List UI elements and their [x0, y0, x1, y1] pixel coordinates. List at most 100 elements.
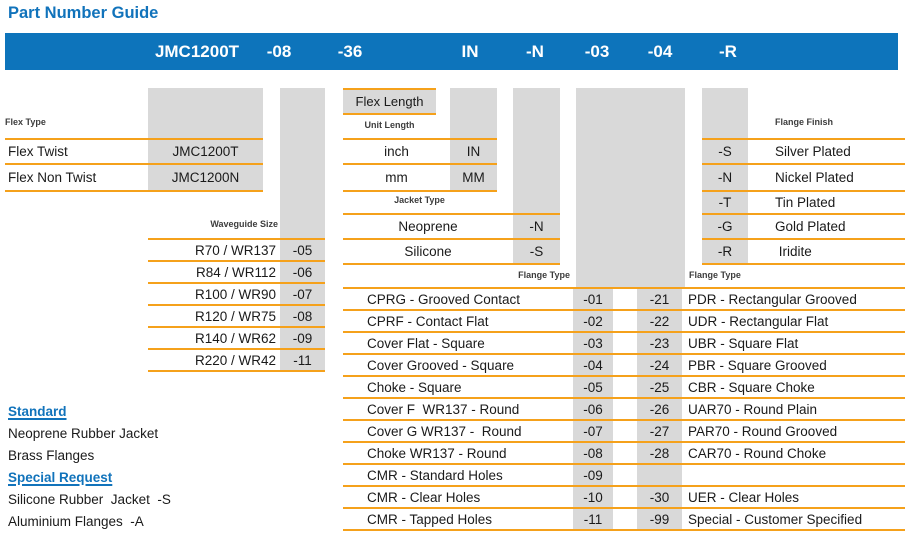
waveguide-code: -09: [280, 328, 325, 348]
table-row: R220 / WR42 -11: [148, 350, 325, 372]
waveguide-name: R140 / WR62: [194, 330, 276, 346]
flange-name-left: CMR - Standard Holes: [367, 467, 503, 483]
flange-type-table: CPRG - Grooved Contact -01 -21 PDR - Rec…: [343, 287, 905, 531]
waveguide-code: -05: [280, 240, 325, 260]
part-number-bar: JMC1200T -08 -36 IN -N -03 -04 -R: [5, 33, 898, 70]
table-row: -N Nickel Plated: [702, 165, 905, 192]
table-row: R70 / WR137 -05: [148, 240, 325, 262]
column-gap: [613, 443, 637, 463]
column-stub-model: [148, 88, 263, 138]
part-segment-length: -36: [337, 41, 363, 61]
column-gap: [613, 311, 637, 331]
flange-name-right: PAR70 - Round Grooved: [688, 423, 838, 439]
flange-code-left: -02: [573, 311, 613, 331]
waveguide-name: R100 / WR90: [194, 286, 276, 302]
part-segment-finish: -R: [719, 41, 737, 61]
finish-code: -S: [702, 140, 748, 163]
flange-name-right: Special - Customer Specified: [688, 511, 863, 527]
flange-type-right-label: Flange Type: [689, 270, 741, 280]
waveguide-name: R70 / WR137: [194, 242, 276, 258]
waveguide-name: R84 / WR112: [195, 264, 276, 280]
unit-code: MM: [450, 165, 497, 190]
finish-code: -N: [702, 165, 748, 190]
jacket-name: Neoprene: [398, 219, 458, 234]
table-row: Silicone -S: [343, 240, 560, 265]
finish-name: Nickel Plated: [775, 170, 854, 185]
flange-type-left-label: Flange Type: [518, 270, 570, 280]
flex-type-label: Flex Type: [5, 117, 46, 127]
finish-name: Iridite: [775, 244, 812, 259]
part-segment-flange1: -03: [584, 41, 610, 61]
waveguide-code: -07: [280, 284, 325, 304]
table-row: CMR - Tapped Holes -11 -99 Special - Cus…: [343, 509, 905, 531]
flange-code-left: -10: [573, 487, 613, 507]
flange-name-right: UAR70 - Round Plain: [688, 401, 818, 417]
finish-name: Tin Plated: [775, 195, 836, 210]
table-row: mm MM: [343, 165, 497, 192]
flange-code-right: -21: [637, 289, 682, 309]
waveguide-code: -06: [280, 262, 325, 282]
part-segment-flange2: -04: [647, 41, 673, 61]
flange-name-right: [682, 465, 905, 485]
part-segment-jacket: -N: [526, 41, 544, 61]
table-row: CMR - Clear Holes -10 -30 UER - Clear Ho…: [343, 487, 905, 509]
standard-heading: Standard: [8, 404, 67, 419]
flange-code-right: -23: [637, 333, 682, 353]
finish-name: Gold Plated: [775, 219, 846, 234]
column-stub-finish: [702, 88, 748, 138]
column-gap: [613, 509, 637, 529]
unit-length-label: Unit Length: [364, 120, 415, 130]
finish-name: Silver Plated: [775, 144, 851, 159]
part-segment-waveguide: -08: [266, 41, 292, 61]
column-gap: [613, 487, 637, 507]
finish-code: -G: [702, 215, 748, 238]
column-stub-jacket: [513, 88, 560, 213]
waveguide-code: -11: [280, 350, 325, 370]
flange-code-left: -05: [573, 377, 613, 397]
unit-length-table: inch IN mm MM: [343, 138, 497, 192]
column-gap: [613, 399, 637, 419]
unit-name: mm: [385, 170, 408, 185]
table-row: -G Gold Plated: [702, 215, 905, 240]
table-row: Neoprene -N: [343, 215, 560, 240]
table-row: Flex Non Twist JMC1200N: [5, 165, 263, 192]
standard-item: Brass Flanges: [8, 448, 95, 463]
flange-code-right: -24: [637, 355, 682, 375]
flange-name-right: UER - Clear Holes: [688, 489, 800, 505]
table-row: -T Tin Plated: [702, 192, 905, 215]
flange-code-left: -01: [573, 289, 613, 309]
column-gap: [613, 377, 637, 397]
table-row: CPRF - Contact Flat -02 -22 UDR - Rectan…: [343, 311, 905, 333]
flange-name-right: CAR70 - Round Choke: [688, 445, 827, 461]
flange-name-left: CPRG - Grooved Contact: [367, 291, 521, 307]
flange-code-right: -25: [637, 377, 682, 397]
standard-item: Neoprene Rubber Jacket: [8, 426, 159, 441]
column-gap: [613, 355, 637, 375]
waveguide-name: R220 / WR42: [194, 352, 276, 368]
flange-code-left: -07: [573, 421, 613, 441]
waveguide-size-table: R70 / WR137 -05 R84 / WR112 -06 R100 / W…: [148, 238, 325, 372]
flange-code-right: -26: [637, 399, 682, 419]
waveguide-code: -08: [280, 306, 325, 326]
table-row: CPRG - Grooved Contact -01 -21 PDR - Rec…: [343, 289, 905, 311]
page-title: Part Number Guide: [8, 4, 159, 22]
flex-type-code: JMC1200T: [148, 140, 263, 163]
unit-code: IN: [450, 140, 497, 163]
flex-type-name: Flex Twist: [8, 144, 68, 159]
table-row: -S Silver Plated: [702, 140, 905, 165]
flange-code-left: -03: [573, 333, 613, 353]
flex-length-box: Flex Length: [343, 88, 436, 115]
jacket-type-table: Neoprene -N Silicone -S: [343, 213, 560, 265]
flange-code-right: -28: [637, 443, 682, 463]
flange-code-left: -11: [573, 509, 613, 529]
flange-finish-table: -S Silver Plated -N Nickel Plated -T Tin…: [702, 138, 905, 265]
flange-finish-label: Flange Finish: [775, 117, 834, 127]
table-row: R84 / WR112 -06: [148, 262, 325, 284]
part-segment-unit: IN: [461, 41, 479, 61]
flange-code-right: -27: [637, 421, 682, 441]
special-request-item: Aluminium Flanges -A: [8, 514, 144, 529]
flange-name-left: Choke WR137 - Round: [367, 445, 507, 461]
flange-name-left: Choke - Square: [367, 379, 462, 395]
flange-name-right: CBR - Square Choke: [688, 379, 815, 395]
